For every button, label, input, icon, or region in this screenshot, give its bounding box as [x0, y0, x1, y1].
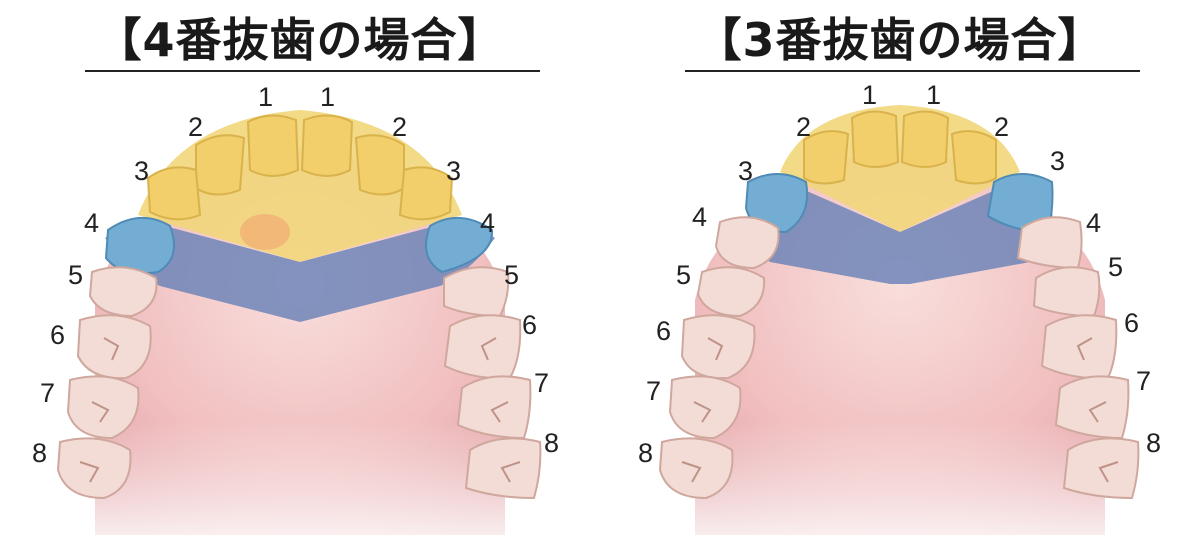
- tooth-3-right: [398, 166, 454, 221]
- label-right-3: 3: [1050, 146, 1065, 176]
- tooth-7-right: [1054, 375, 1130, 440]
- tooth-8-left: [658, 437, 734, 500]
- tooth-2-right: [354, 134, 405, 196]
- extracted-tooth-4-right: [425, 216, 494, 274]
- label-right-5: 5: [504, 260, 519, 290]
- tooth-number-labels: 1 1 2 2 3 3 4 4 5 5 6 6 7 7 8 8: [638, 80, 1161, 468]
- label-left-4: 4: [84, 208, 99, 238]
- tooth-number-labels: 1 1 2 2 3 3 4 4 5 5 6 6 7 7 8 8: [32, 82, 559, 468]
- tooth-center-mark: [240, 214, 290, 250]
- molar-fissures: [79, 337, 521, 483]
- extracted-tooth-4-left: [104, 216, 175, 275]
- label-right-1: 1: [926, 80, 941, 110]
- tooth-6-left: [76, 314, 152, 380]
- extracted-teeth: [104, 216, 494, 275]
- label-left-8: 8: [638, 438, 653, 468]
- panel-title: 【3番抜歯の場合】: [695, 13, 1105, 67]
- label-right-6: 6: [1124, 308, 1139, 338]
- label-left-7: 7: [40, 378, 55, 408]
- label-right-7: 7: [534, 368, 549, 398]
- tooth-5-right: [1032, 266, 1101, 318]
- extracted-teeth: [744, 173, 1054, 234]
- upper-front-teeth: [803, 110, 997, 185]
- tooth-2-right: [950, 130, 997, 185]
- dental-arch-diagram: 1 1 2 2 3 3 4 4 5 5 6 6 7 7 8 8: [638, 80, 1161, 540]
- dental-arch-diagram: 1 1 2 2 3 3 4 4 5 5 6 6 7 7 8 8: [32, 82, 559, 540]
- label-left-2: 2: [188, 112, 203, 142]
- title-underline: [685, 70, 1140, 72]
- label-right-4: 4: [480, 208, 495, 238]
- tooth-5-right: [443, 266, 510, 318]
- label-left-1: 1: [258, 82, 273, 112]
- tooth-3-left: [146, 166, 202, 221]
- molar-fissures: [681, 337, 1119, 483]
- label-left-3: 3: [738, 156, 753, 186]
- tooth-5-left: [88, 266, 158, 318]
- retraction-band: [105, 218, 495, 322]
- label-right-4: 4: [1086, 208, 1101, 238]
- label-right-2: 2: [392, 112, 407, 142]
- tooth-8-left: [56, 437, 132, 500]
- label-left-5: 5: [676, 260, 691, 290]
- label-right-8: 8: [1146, 428, 1161, 458]
- tooth-1-left: [850, 110, 900, 168]
- tooth-1-left: [246, 114, 300, 177]
- label-right-1: 1: [320, 82, 335, 112]
- label-left-5: 5: [68, 260, 83, 290]
- tooth-4-right: [1016, 216, 1083, 270]
- tooth-6-left: [680, 314, 756, 380]
- retraction-band: [747, 188, 1053, 284]
- title-underline: [85, 70, 540, 72]
- palate-fade: [695, 420, 1105, 540]
- tooth-2-left: [803, 130, 850, 185]
- panel-canine-extraction: 【3番抜歯の場合】: [600, 0, 1200, 557]
- tooth-1-right: [300, 114, 354, 177]
- back-teeth: [56, 266, 542, 500]
- label-right-5: 5: [1108, 252, 1123, 282]
- tooth-5-left: [696, 266, 766, 318]
- label-right-8: 8: [544, 428, 559, 458]
- tooth-4-left: [714, 216, 780, 270]
- label-left-1: 1: [862, 80, 877, 110]
- back-teeth: [658, 216, 1140, 500]
- tooth-1-right: [900, 110, 950, 168]
- label-left-7: 7: [646, 376, 661, 406]
- label-left-3: 3: [134, 156, 149, 186]
- panel-title: 【4番抜歯の場合】: [95, 13, 505, 67]
- label-right-7: 7: [1136, 366, 1151, 396]
- tooth-2-left: [195, 134, 246, 196]
- label-left-2: 2: [796, 112, 811, 142]
- tooth-7-right: [456, 375, 532, 440]
- upper-front-teeth: [146, 114, 454, 221]
- panel-first-premolar-extraction: 【4番抜歯の場合】: [32, 13, 559, 540]
- palate-fade: [95, 420, 505, 540]
- label-left-4: 4: [692, 202, 707, 232]
- label-right-6: 6: [522, 310, 537, 340]
- label-left-6: 6: [50, 320, 65, 350]
- label-right-3: 3: [446, 156, 461, 186]
- label-right-2: 2: [994, 112, 1009, 142]
- label-left-6: 6: [656, 316, 671, 346]
- label-left-8: 8: [32, 438, 47, 468]
- extracted-tooth-3-right: [986, 173, 1054, 234]
